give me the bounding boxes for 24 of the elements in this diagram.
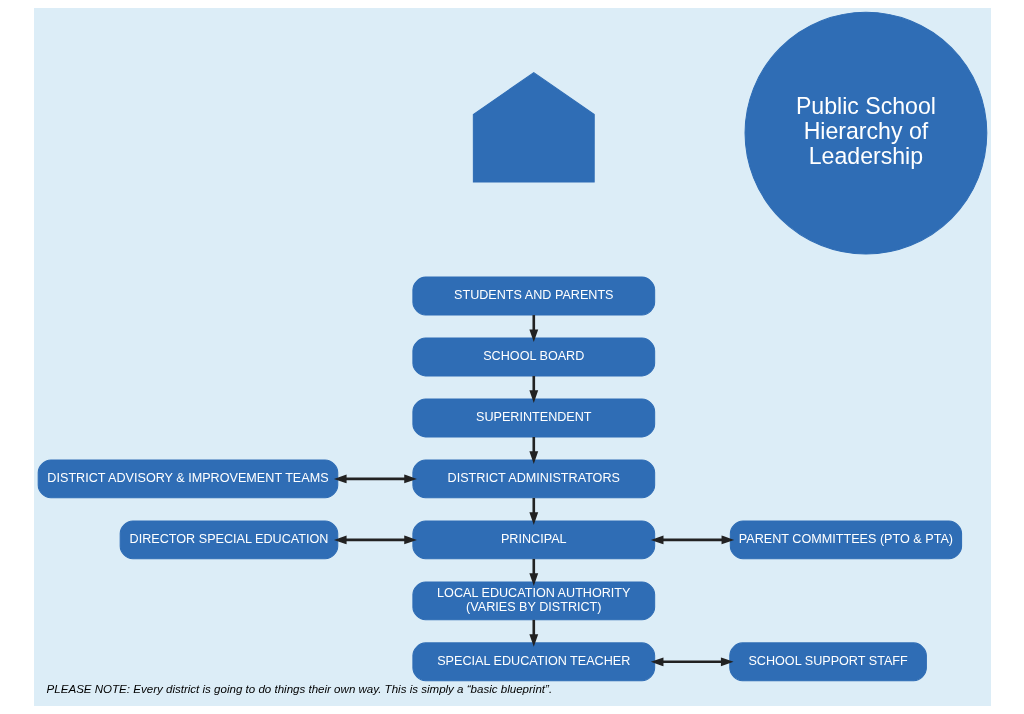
node-box: SCHOOL BOARD [411, 337, 655, 377]
node-box: DISTRICT ADVISORY & IMPROVEMENT TEAMS [37, 459, 338, 499]
node-box: PARENT COMMITTEES (PTO & PTA) [729, 520, 962, 560]
arrow [333, 535, 417, 545]
arrow [528, 437, 538, 464]
arrow [650, 535, 734, 545]
arrow [528, 315, 538, 343]
arrow [528, 376, 538, 403]
node-box: DISTRICT ADMINISTRATORS [411, 459, 655, 499]
node-box: SUPERINTENDENT [411, 398, 655, 438]
arrow [650, 657, 734, 667]
arrow [333, 474, 417, 484]
caption: PLEASE NOTE: Every district is going to do things their own way. This is simply a “basic blueprint”. [46, 683, 552, 696]
arrow [528, 558, 538, 586]
node-box: PRINCIPAL [411, 520, 655, 560]
node-circle: Public School Hierarchy of Leadership [744, 11, 987, 255]
node-box: LOCAL EDUCATION AUTHORITY (VARIES BY DISTRICT) [411, 581, 655, 621]
arrow [528, 619, 538, 647]
arrow [528, 497, 538, 525]
node-box: SCHOOL SUPPORT STAFF [728, 642, 927, 682]
node-box: STUDENTS AND PARENTS [411, 276, 655, 316]
node-box: SPECIAL EDUCATION TEACHER [411, 642, 655, 682]
node-house [472, 72, 595, 183]
node-box: DIRECTOR SPECIAL EDUCATION [119, 520, 338, 560]
